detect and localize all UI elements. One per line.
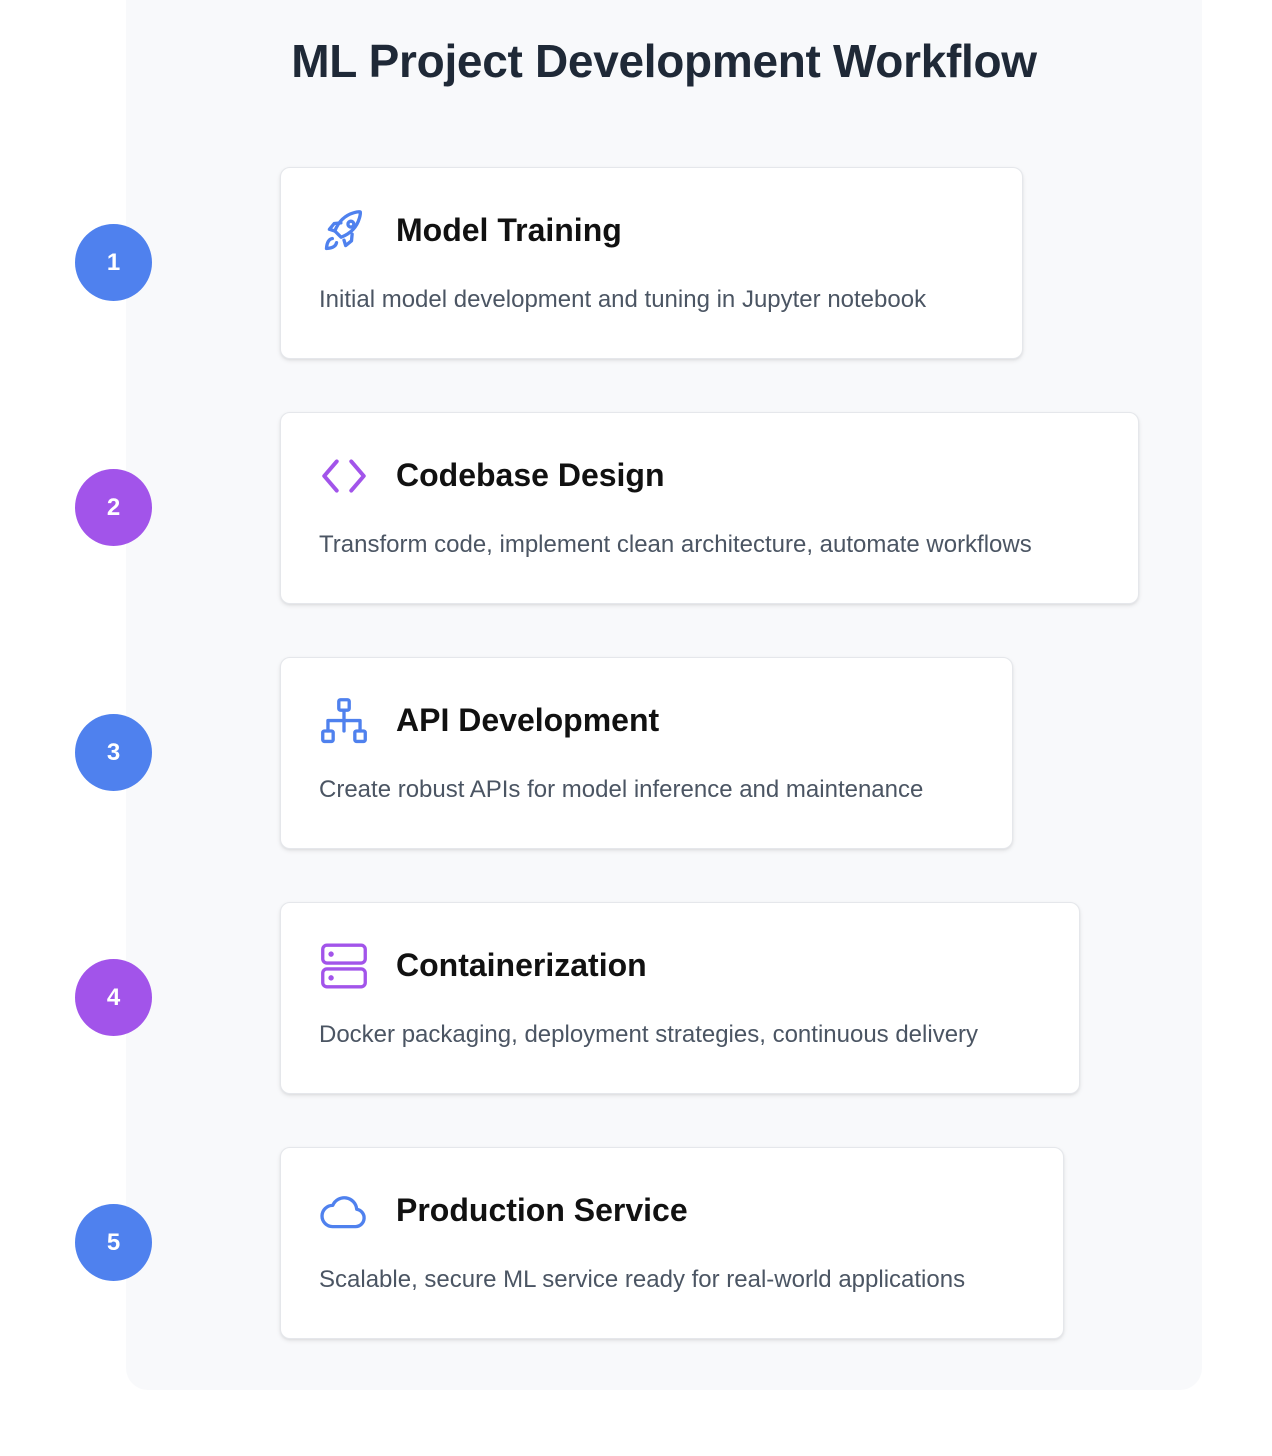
- step-number-badge: 2: [75, 469, 152, 546]
- step-title: Model Training: [396, 212, 622, 248]
- code-icon: [319, 451, 369, 501]
- step-number-badge: 3: [75, 714, 152, 791]
- step-description: Transform code, implement clean architec…: [319, 531, 1032, 558]
- step-description: Docker packaging, deployment strategies,…: [319, 1021, 979, 1048]
- step-description: Initial model development and tuning in …: [319, 286, 927, 313]
- step-title: Containerization: [396, 947, 647, 983]
- step-card: Containerization Docker packaging, deplo…: [280, 902, 1080, 1094]
- step-card: Codebase Design Transform code, implemen…: [280, 412, 1139, 604]
- step-number-badge: 5: [75, 1204, 152, 1281]
- rocket-icon: [319, 206, 369, 256]
- page-title: ML Project Development Workflow: [291, 35, 1037, 87]
- step-title: Codebase Design: [396, 457, 665, 493]
- step-title: Production Service: [396, 1192, 688, 1228]
- network-icon: [319, 696, 369, 746]
- step-description: Scalable, secure ML service ready for re…: [319, 1266, 966, 1293]
- step-card: API Development Create robust APIs for m…: [280, 657, 1013, 849]
- step-number-badge: 4: [75, 959, 152, 1036]
- step-number-badge: 1: [75, 224, 152, 301]
- step-description: Create robust APIs for model inference a…: [319, 776, 924, 803]
- server-icon: [319, 941, 369, 991]
- step-card: Production Service Scalable, secure ML s…: [280, 1147, 1064, 1339]
- step-title: API Development: [396, 702, 660, 738]
- step-card: Model Training Initial model development…: [280, 167, 1023, 359]
- cloud-icon: [319, 1186, 369, 1236]
